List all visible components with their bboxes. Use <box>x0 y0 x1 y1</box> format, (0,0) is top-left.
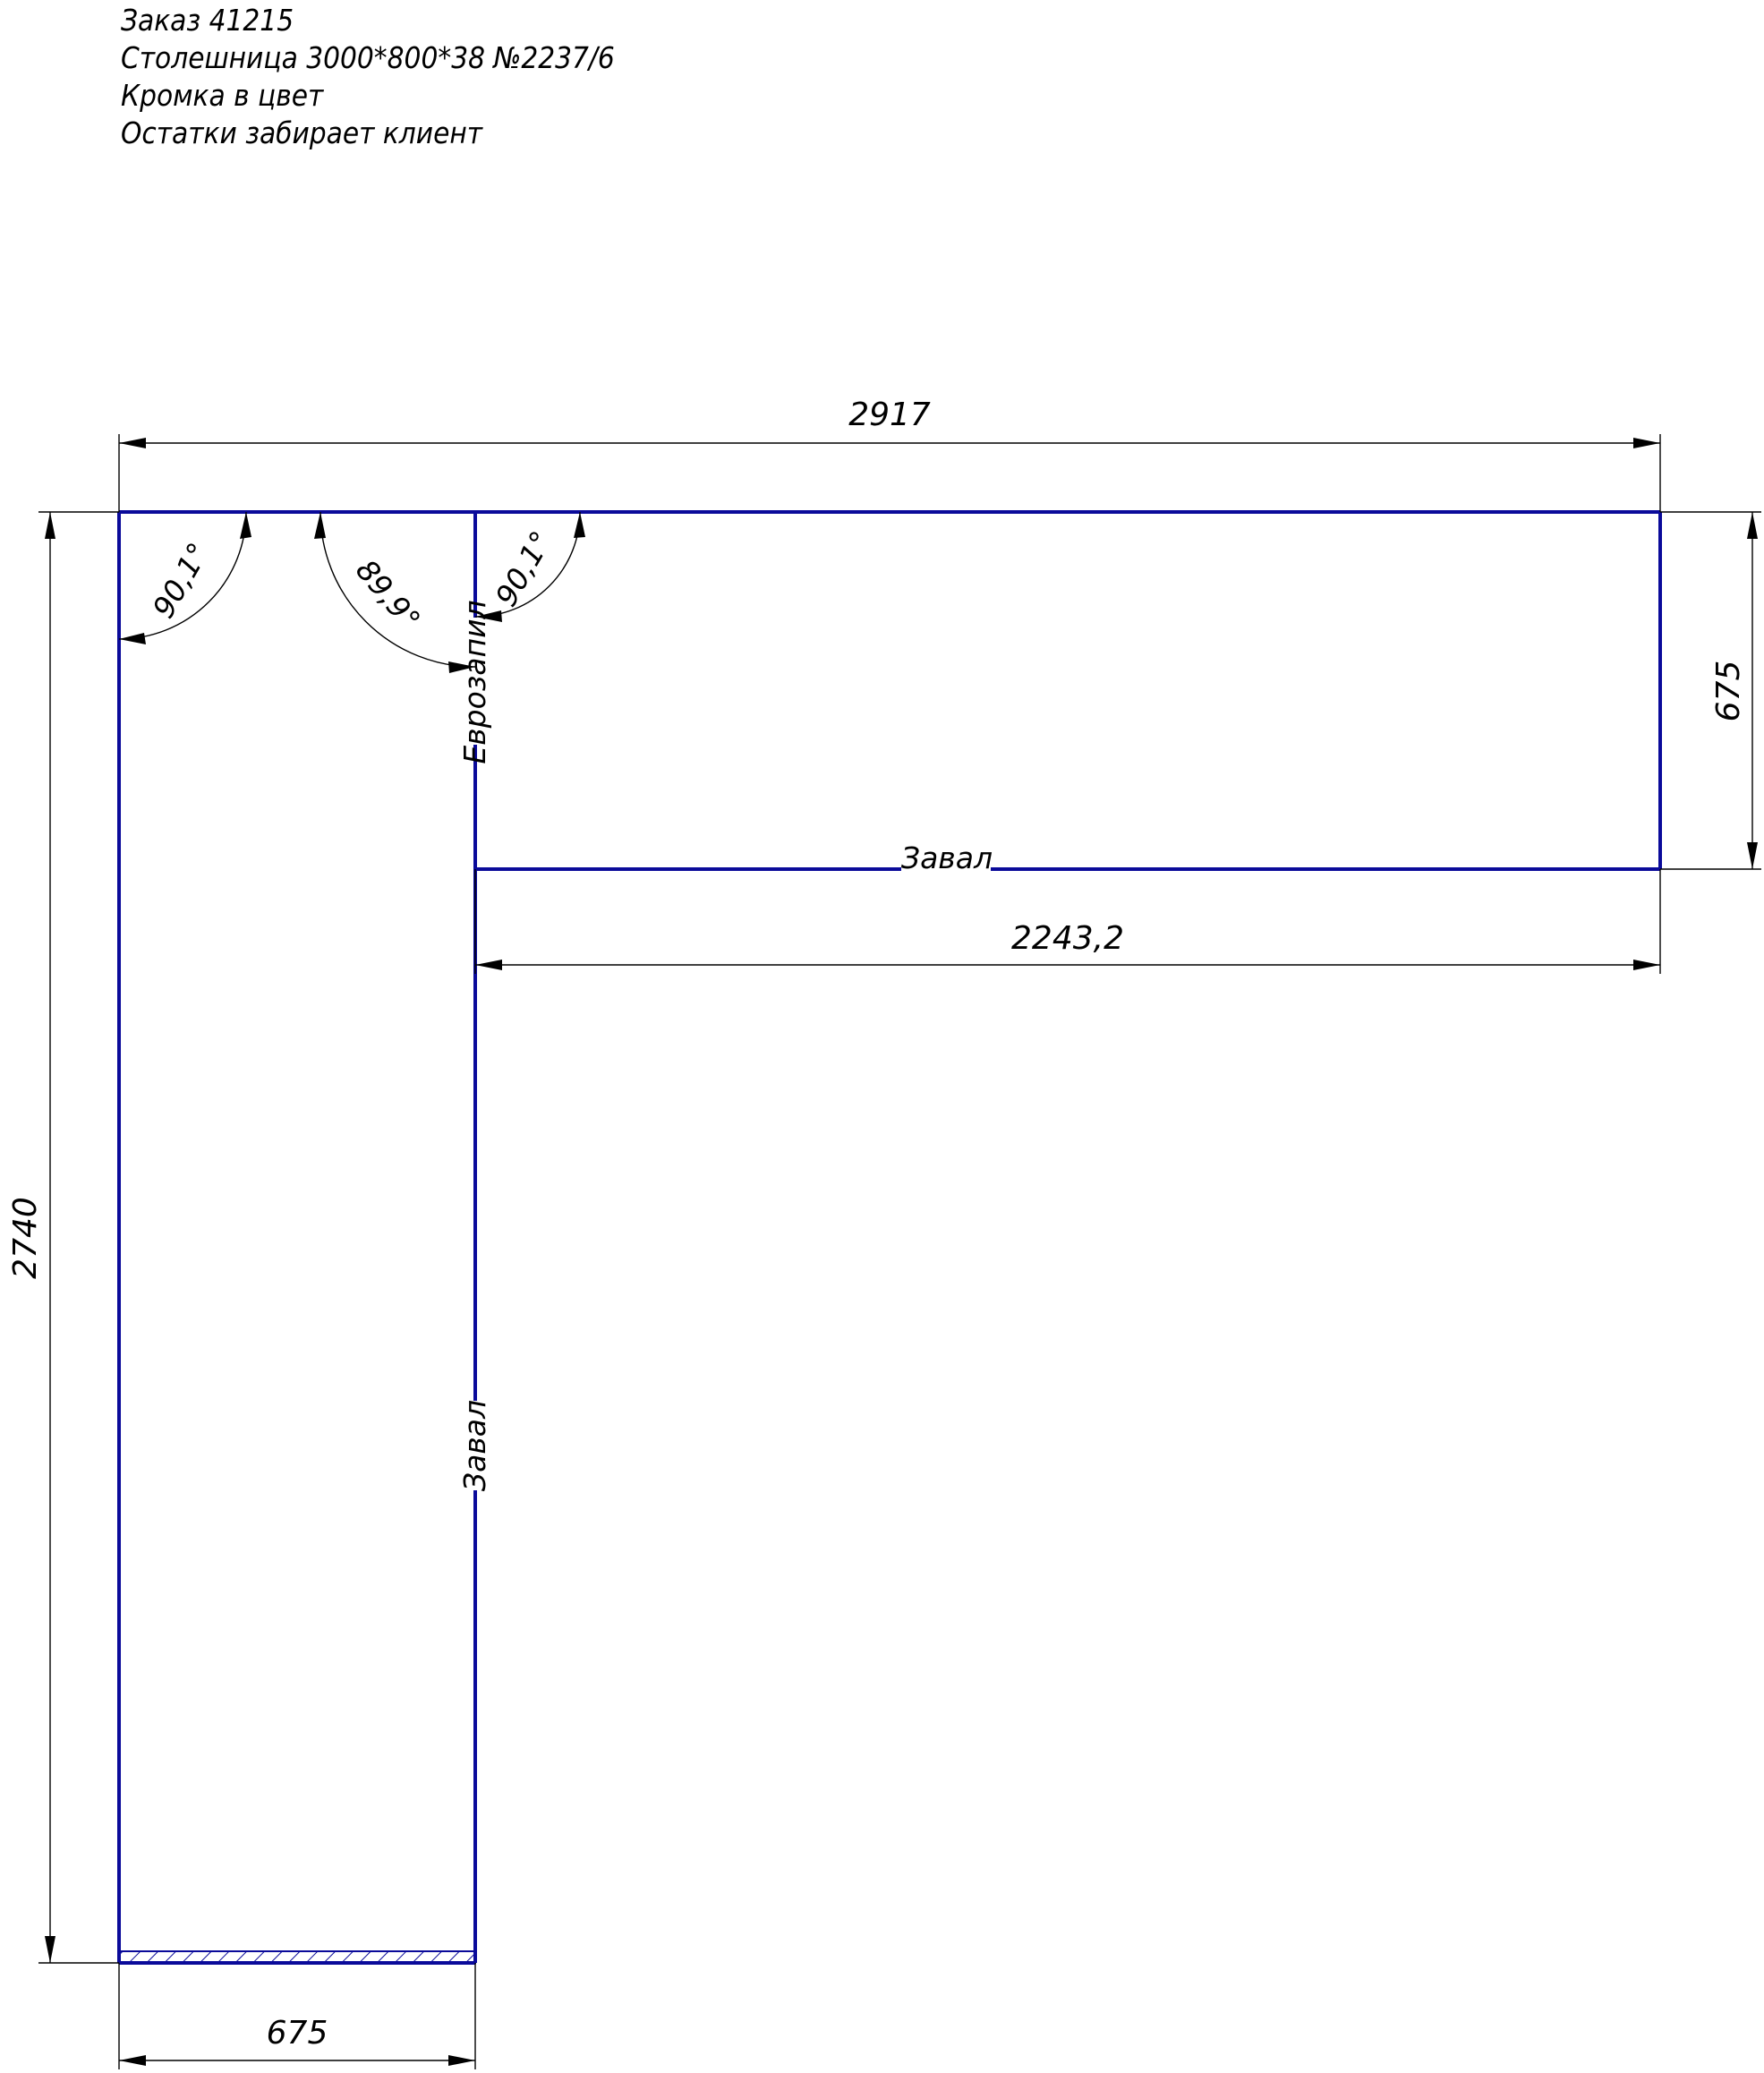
arrow-head <box>448 661 475 673</box>
dimension-label-inner-width: 2243,2 <box>1011 920 1124 957</box>
arrow-head <box>1747 842 1758 869</box>
arrow-head <box>448 2055 475 2066</box>
arrow-head <box>1633 438 1660 448</box>
dimension-label-bottom-width: 675 <box>267 2015 328 2052</box>
remnants-note: Остатки забирает клиент <box>121 115 483 150</box>
arrow-head <box>1747 512 1758 539</box>
dimension-right-height: 675 <box>1660 511 1761 870</box>
dimension-label-top-width: 2917 <box>848 397 931 433</box>
arrow-head <box>119 438 146 448</box>
angle-inner-corner: 89,9° <box>314 511 476 673</box>
arrow-head <box>240 512 251 539</box>
arrow-head <box>574 512 585 538</box>
arrow-head <box>119 2055 146 2066</box>
arrow-head <box>45 1936 55 1963</box>
arrow-head <box>45 512 55 539</box>
angle-label-top-left: 90,1° <box>146 537 217 624</box>
order-notes: Заказ 41215 Столешница 3000*800*38 №2237… <box>121 2 669 152</box>
edge-label-inner-vertical: Завал <box>457 1400 492 1491</box>
worktop-outline <box>117 510 1662 1965</box>
dimension-top-width: 2917 <box>118 397 1661 512</box>
hatched-edge-strip <box>118 1950 476 1964</box>
order-number: Заказ 41215 <box>121 3 294 38</box>
worktop-spec: Столешница 3000*800*38 №2237/6 <box>121 40 615 75</box>
arrow-head <box>119 633 146 644</box>
dimension-left-height: 2740 <box>7 511 119 1964</box>
dimension-inner-width: 2243,2 <box>474 869 1661 974</box>
edge-label-inner-horizontal: Завал <box>901 840 993 875</box>
angle-label-top-middle: 90,1° <box>489 525 559 612</box>
edge-note: Кромка в цвет <box>121 78 324 113</box>
arrow-head <box>475 960 502 970</box>
dimension-label-left-height: 2740 <box>7 1197 44 1279</box>
dimension-bottom-width: 675 <box>118 1963 476 2069</box>
angle-top-left: 90,1° <box>118 511 251 644</box>
angle-label-inner-corner: 89,9° <box>349 553 428 637</box>
arrow-head <box>1633 960 1660 970</box>
dimension-label-right-height: 675 <box>1710 661 1747 722</box>
arrow-head <box>475 610 502 622</box>
arrow-head <box>314 512 326 539</box>
edge-label-joint: Еврозапил <box>457 600 492 764</box>
